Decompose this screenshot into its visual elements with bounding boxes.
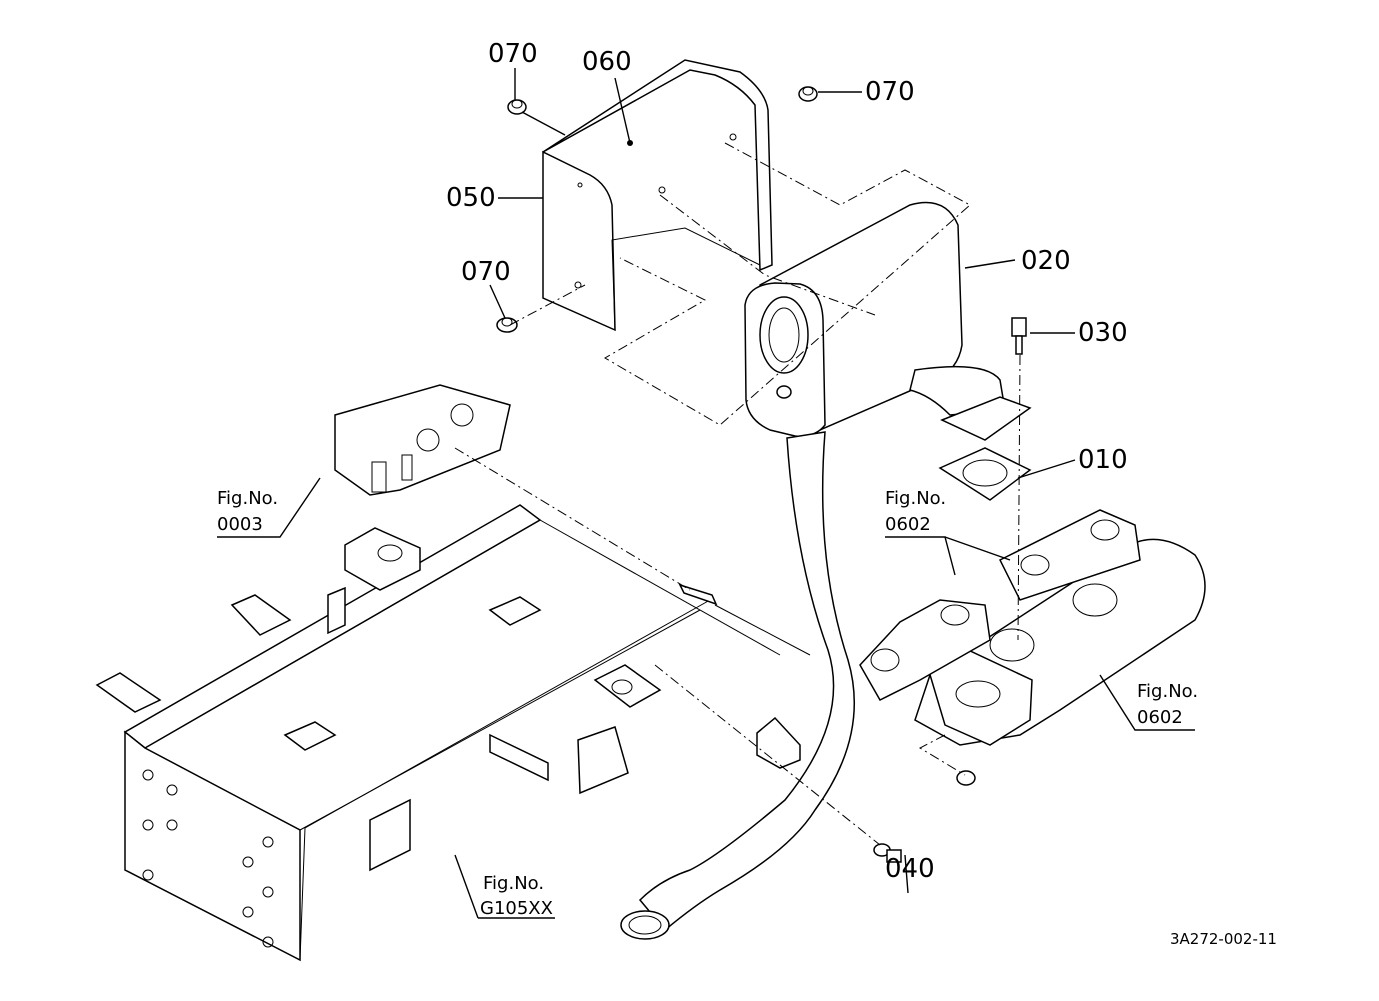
part-070-label-top-left: 070 [488,39,538,69]
diagram-code: 3A272-002-11 [1170,930,1277,948]
leader-lines [217,68,1195,919]
part-040-label: 040 [885,854,935,884]
bolt-070-top-left [507,99,527,115]
gasket-010 [938,447,1032,501]
bolt-070-lower [496,317,518,333]
muffler-inlet-pipe [909,365,1032,441]
part-020-label: 020 [1021,246,1071,276]
bolt-040 [873,843,902,863]
engine-bracket [334,384,511,496]
part-050-label: 050 [446,183,496,213]
figref-0602-top-number: 0602 [885,514,931,535]
part-010-label: 010 [1078,445,1128,475]
bolt-070-top-right [798,86,818,102]
assembly-lines [454,142,1021,846]
frame [95,504,781,962]
figref-g105xx-title: Fig.No. [483,873,544,894]
part-030-label: 030 [1078,318,1128,348]
figref-g105xx-number: G105XX [480,898,553,919]
part-060-label: 060 [582,47,632,77]
figref-0003-title: Fig.No. [217,488,278,509]
bolt-030 [1011,317,1027,355]
figref-0602-right-title: Fig.No. [1137,681,1198,702]
tail-pipe [620,431,855,940]
heat-shield [542,59,773,332]
stud [678,583,718,606]
pipe-bracket [756,716,801,769]
muffler [744,201,963,438]
figref-0003-number: 0003 [217,514,263,535]
part-070-label-top-right: 070 [865,77,915,107]
part-070-label-lower: 070 [461,257,511,287]
exhaust-manifold [859,509,1206,786]
figref-0602-top-title: Fig.No. [885,488,946,509]
figref-0602-right-number: 0602 [1137,707,1183,728]
